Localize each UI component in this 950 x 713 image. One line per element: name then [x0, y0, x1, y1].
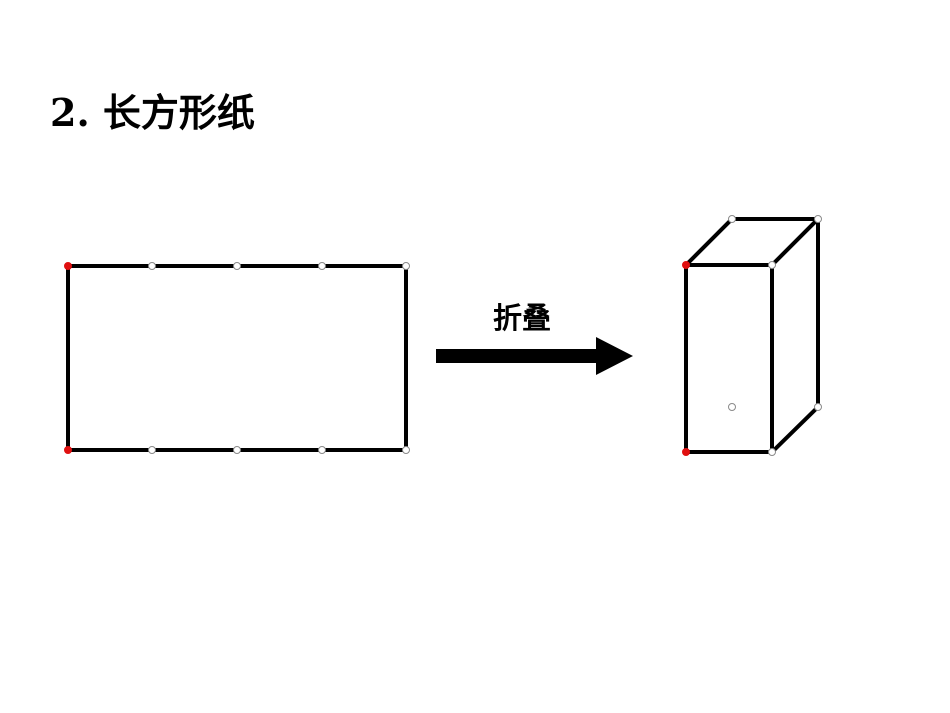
- box-vertex-back-top-right: [814, 215, 822, 223]
- box-top-right-edge: [769, 216, 821, 268]
- box-vertex-front-top-left: [682, 261, 690, 269]
- box-vertex-front-bottom-right: [768, 448, 776, 456]
- rect-point-bottom-2: [233, 446, 241, 454]
- rect-vertex-bottom-left: [64, 446, 72, 454]
- rect-point-top-3: [318, 262, 326, 270]
- rect-point-top-1: [148, 262, 156, 270]
- rect-vertex-bottom-right: [402, 446, 410, 454]
- box-bottom-right-edge: [769, 404, 821, 455]
- page-title: 2. 长方形纸: [50, 90, 255, 135]
- fold-arrow: [436, 337, 633, 375]
- box-vertex-back-top-left: [728, 215, 736, 223]
- box-vertex-hidden-back-bottom-left: [728, 403, 736, 411]
- box-vertex-front-top-right: [768, 261, 776, 269]
- box-vertex-front-bottom-left: [682, 448, 690, 456]
- box-top-left-edge: [683, 216, 735, 268]
- box-front-face: [684, 263, 774, 454]
- box-vertex-back-bottom-right: [814, 403, 822, 411]
- rect-vertex-top-right: [402, 262, 410, 270]
- folded-box: [682, 215, 822, 456]
- fold-label: 折叠: [492, 301, 551, 335]
- flat-rectangle: [64, 262, 410, 454]
- rect-point-bottom-1: [148, 446, 156, 454]
- rect-point-bottom-3: [318, 446, 326, 454]
- rect-point-top-2: [233, 262, 241, 270]
- right-arrow-icon: [436, 337, 633, 375]
- rectangle-outline: [66, 264, 408, 452]
- rect-vertex-top-left: [64, 262, 72, 270]
